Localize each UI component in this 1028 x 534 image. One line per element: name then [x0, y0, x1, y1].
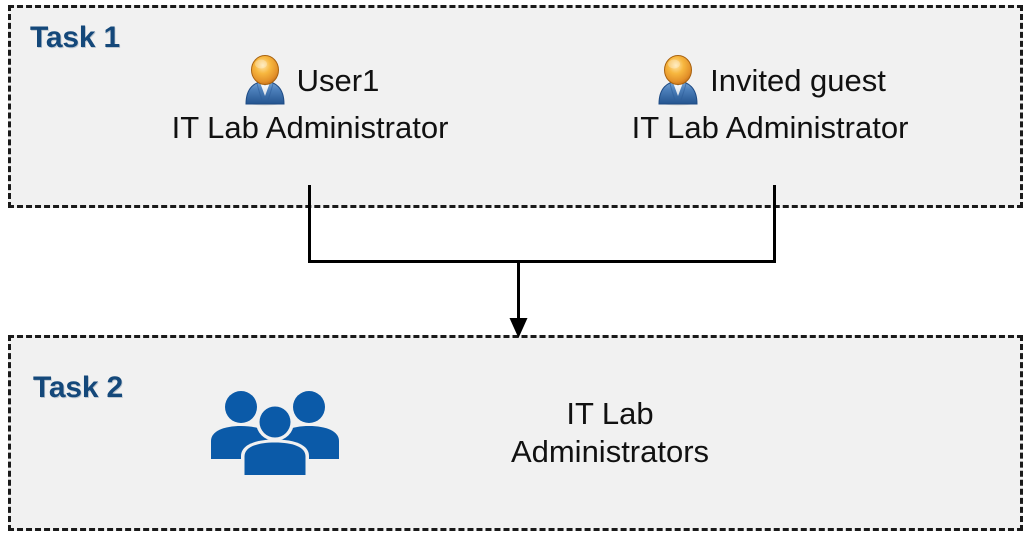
task-1-label: Task 1: [30, 21, 120, 54]
person-guest-role: IT Lab Administrator: [631, 110, 909, 145]
task-1-container: [8, 5, 1023, 208]
person-guest-row: Invited guest: [580, 52, 960, 108]
person-guest-name: Invited guest: [710, 62, 886, 98]
group-label: IT Lab Administrators: [345, 395, 905, 471]
person-entry-invited-guest: Invited guest IT Lab Administrator: [580, 52, 960, 143]
user-icon: [245, 55, 285, 106]
person-user1-name: User1: [296, 62, 380, 98]
group-of-people-icon: [211, 391, 339, 478]
task-2-label: Task 2: [33, 371, 123, 404]
task-2-container: [8, 335, 1023, 531]
group-label-line2: Administrators: [510, 433, 710, 469]
person-user1-row: User1: [130, 52, 490, 108]
user-icon: [658, 55, 698, 106]
group-entry-it-lab-administrators: IT Lab Administrators: [205, 385, 905, 480]
person-user1-role: IT Lab Administrator: [171, 110, 449, 145]
group-label-line1: IT Lab: [566, 395, 654, 431]
person-entry-user1: User1 IT Lab Administrator: [130, 52, 490, 143]
